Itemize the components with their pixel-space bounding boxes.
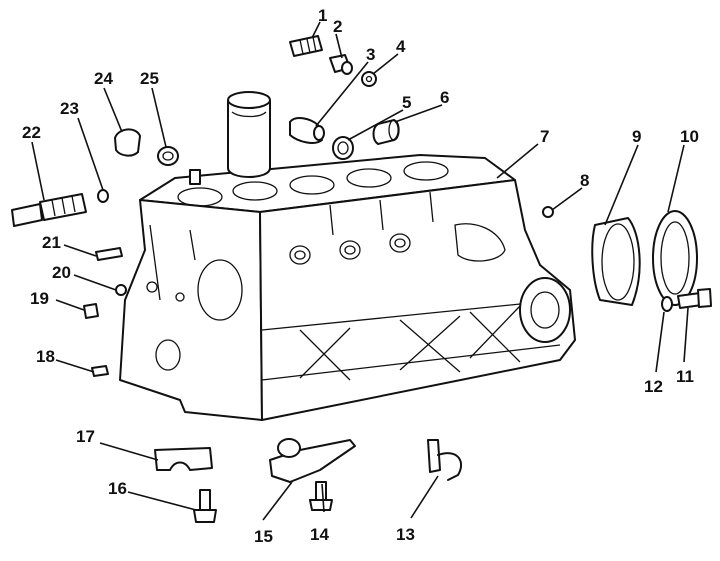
callout-11: 11 [676,367,694,386]
part-6-bushing [372,119,400,145]
callout-13: 13 [396,525,415,544]
part-18-pin [91,365,109,377]
part-9-seal-carrier [591,217,641,306]
part-4-washer [361,71,377,87]
callout-9: 9 [632,127,641,146]
part-20-ball [115,284,127,296]
callout-17: 17 [76,427,95,446]
part-11-bolt [677,288,712,309]
callout-16: 16 [108,479,127,498]
part-16-bolt [193,489,217,523]
dowel-pin [189,169,201,185]
callout-12: 12 [644,377,663,396]
part-17-bearing-cap [154,447,213,471]
part-13-oil-jet [427,439,463,481]
callout-22: 22 [22,123,41,142]
callout-21: 21 [42,233,61,252]
part-5-seal-ring [332,136,354,160]
callout-1: 1 [318,6,327,25]
part-19-plug [83,303,99,319]
leader-lines [31,21,689,521]
callout-25: 25 [140,69,159,88]
part-1-sensor [289,35,323,57]
part-24-core-plug [114,128,141,157]
part-3-pressure-switch [289,117,325,144]
part-14-bolt [309,481,333,511]
callout-6: 6 [440,88,449,107]
part-2-fitting [329,54,353,75]
part-10-crank-seal [652,210,698,306]
callout-4: 4 [396,37,406,56]
callout-5: 5 [402,93,411,112]
part-23-washer [97,189,109,203]
part-25-seal-ring [157,146,179,166]
part-8-plug [542,206,554,218]
part-21-dowel [95,247,123,261]
cylinder-block [119,154,576,421]
callout-15: 15 [254,527,273,546]
callout-14: 14 [310,525,329,544]
callout-19: 19 [30,289,49,308]
callout-10: 10 [680,127,699,146]
callout-23: 23 [60,99,79,118]
part-22-heater [11,193,87,227]
callout-2: 2 [333,17,342,36]
part-15-bracket [269,438,356,483]
callout-7: 7 [540,127,549,146]
callout-8: 8 [580,171,589,190]
oil-filter [227,91,271,178]
callout-20: 20 [52,263,71,282]
callout-18: 18 [36,347,55,366]
part-12-washer [661,296,673,312]
callout-3: 3 [366,45,375,64]
callout-labels: 1 2 3 4 5 6 7 8 9 10 11 12 13 14 15 16 1… [22,6,699,546]
callout-24: 24 [94,69,113,88]
